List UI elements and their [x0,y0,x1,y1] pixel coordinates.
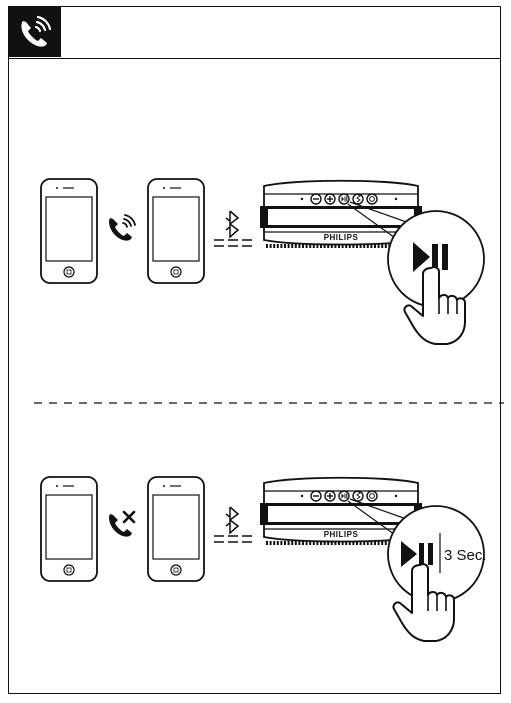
speaker-brand: PHILIPS [324,233,359,242]
smartphone-left [40,178,98,284]
bluetooth-icon [214,506,252,543]
speaker-brand: PHILIPS [324,530,359,539]
phone-reject-icon [109,510,136,537]
pressing-hand-icon [392,563,455,642]
play-pause-icon [413,242,448,272]
header-badge [9,7,61,57]
section-divider [34,402,504,404]
pressing-hand-icon [403,266,466,345]
smartphone-left [40,476,98,582]
play-pause-icon [401,541,433,567]
phone-call-icon [21,15,52,47]
zoom-leader-lines [347,498,413,538]
instruction-frame [8,6,501,694]
smartphone-right [147,476,205,582]
speaker-device: PHILIPS [260,476,422,545]
header-bar [9,7,500,59]
press-duration-label: 3 Sec. [444,547,487,564]
zoom-leader-lines [347,201,413,241]
phone-ringing-icon [109,214,136,241]
bluetooth-icon [214,210,252,247]
smartphone-right [147,178,205,284]
